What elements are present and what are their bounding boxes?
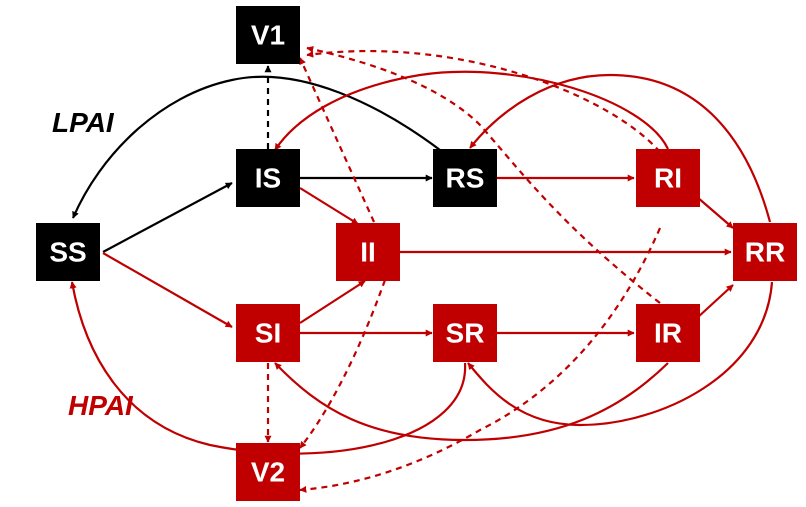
node-ri: RI [636,149,700,207]
node-box-ii [336,223,400,281]
node-label-ss: SS [49,237,86,268]
edge-si-to-ii [299,280,366,324]
edge-rr-to-sr [467,281,774,427]
node-si: SI [236,304,300,362]
edge-rs-to-v2 [299,279,387,449]
node-box-si [236,304,300,362]
edges [69,45,774,493]
node-label-sr: SR [446,318,485,349]
lpai-label: LPAI [52,107,115,138]
node-box-rr [733,223,797,281]
edge-ss-to-si [102,252,233,328]
node-box-is [236,149,300,207]
edge-rs-to-ss [71,75,441,219]
edge-rr-to-rs [469,73,772,223]
edge-ir-to-si [274,362,669,442]
node-ss: SS [36,223,100,281]
edge-is-to-ii [299,187,359,225]
node-box-ss [36,223,100,281]
node-label-ir: IR [654,318,682,349]
node-box-ri [636,149,700,207]
node-rs: RS [433,149,497,207]
edge-ir-to-rr [696,284,734,319]
edge-rr-to-v2 [299,227,662,493]
node-box-sr [433,304,497,362]
edge-ri-to-is [274,70,669,151]
node-ir: IR [636,304,700,362]
node-is: IS [236,149,300,207]
node-box-rs [433,149,497,207]
hpai-label: HPAI [68,390,134,421]
node-label-rr: RR [745,237,785,268]
node-label-v2: V2 [251,457,285,488]
node-box-v1 [236,6,300,64]
node-label-ii: II [360,237,376,268]
node-v1: V1 [236,6,300,64]
node-label-ri: RI [654,163,682,194]
edge-ss-to-is [102,182,233,253]
node-label-si: SI [255,318,281,349]
node-box-ir [636,304,700,362]
node-label-v1: V1 [251,20,285,51]
edge-ir-to-v1 [306,45,661,304]
node-sr: SR [433,304,497,362]
edge-ri-to-rr [696,196,734,229]
node-label-is: IS [255,163,281,194]
edge-ri-to-v1 [306,50,661,153]
node-label-rs: RS [446,163,485,194]
node-box-v2 [236,443,300,501]
node-v2: V2 [236,443,300,501]
edge-ii-to-v1 [298,57,376,223]
edge-sr-to-ss [69,281,467,455]
node-ii: II [336,223,400,281]
node-rr: RR [733,223,797,281]
